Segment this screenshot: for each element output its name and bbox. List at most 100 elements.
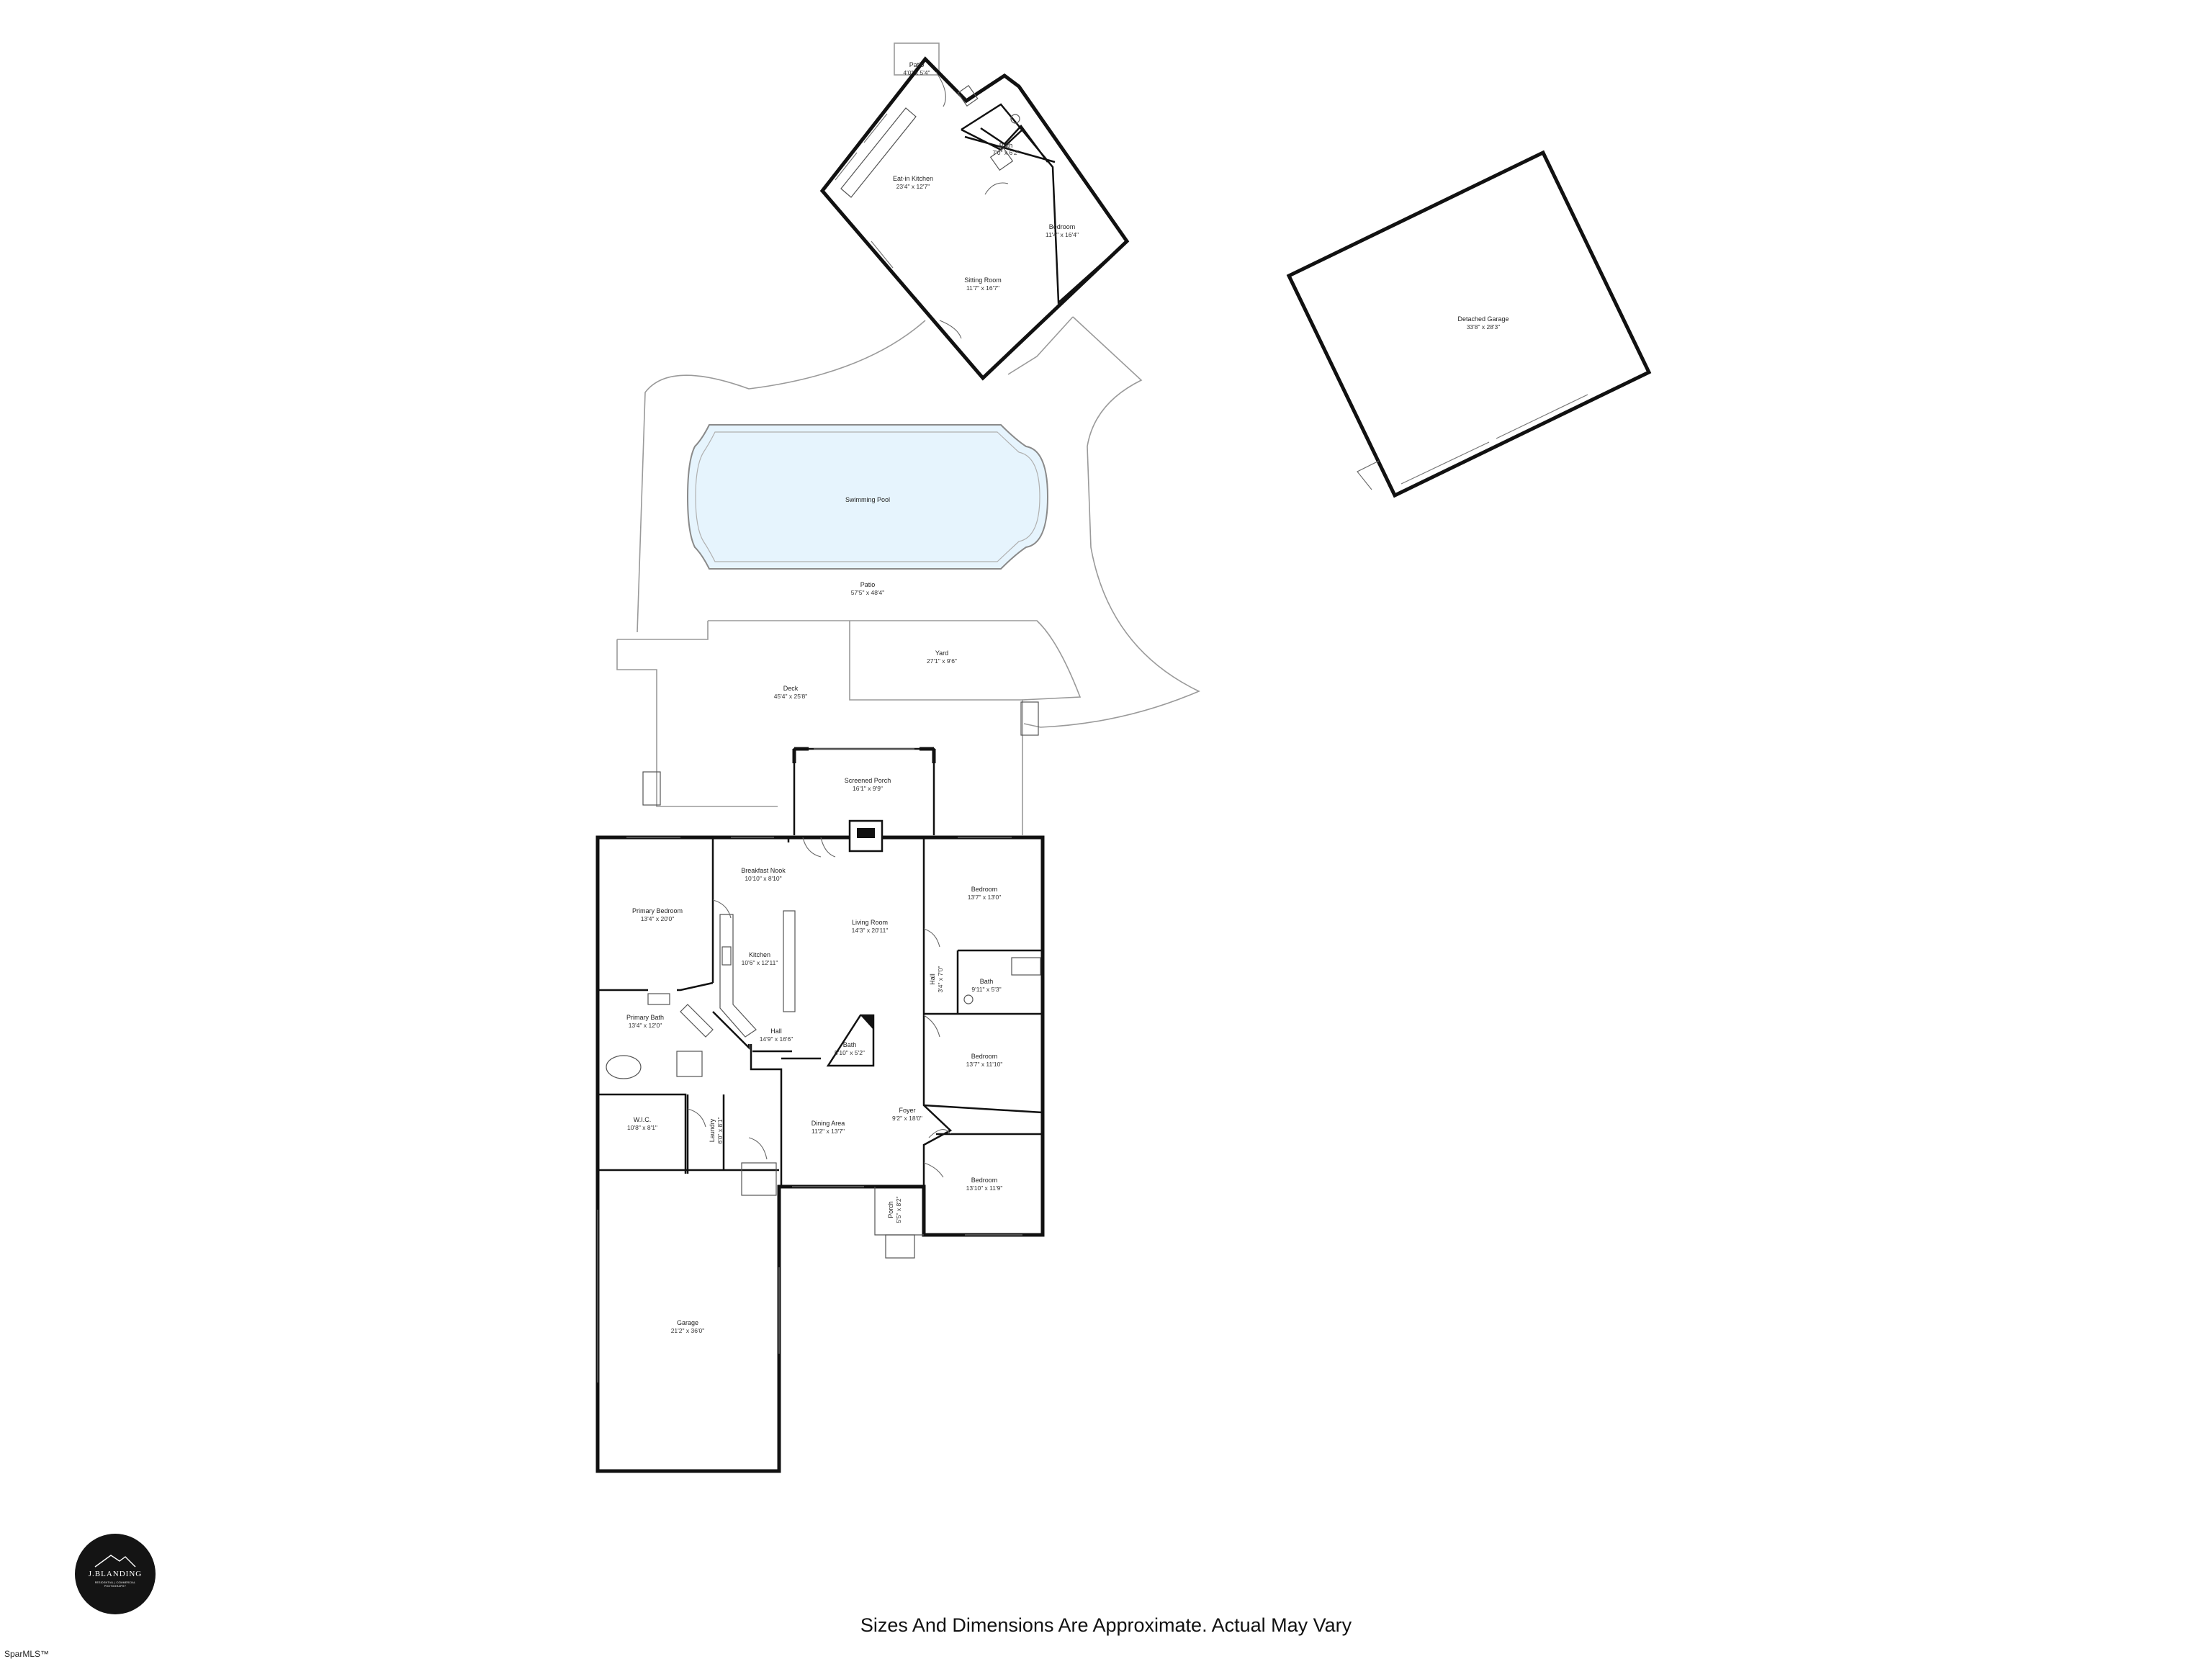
room-label-deck: Deck [783,685,799,692]
room-label-yard: Yard [935,649,948,657]
primary-bath-double-vanity [680,1004,714,1038]
room-label-primary-bath: Primary Bath [626,1014,664,1021]
room-label-hall-small: Hall [929,974,936,985]
room-label-gh-sitting: Sitting Room [964,276,1002,284]
room-dim-laundry: 6'0" x 8'1" [716,1117,724,1143]
gh-toilet [1010,114,1020,124]
room-dim-deck: 45'4" x 25'8" [774,693,808,700]
garage-door-2 [1496,394,1588,439]
room-dim-bedroom-1: 13'7" x 13'0" [968,894,1002,901]
gh-counter [840,107,917,198]
room-label-detached-garage: Detached Garage [1457,315,1509,323]
deck-steps-left [642,771,661,806]
room-dim-porch: 5'5" x 8'2" [895,1196,902,1223]
room-dim-gh-sitting: 11'7" x 16'7" [966,284,999,292]
detached-garage-walls [1286,150,1652,498]
detached-garage-side-door [1357,460,1380,490]
walkway-outline [1007,316,1074,375]
room-label-gh-bedroom: Bedroom [1049,223,1076,230]
gh-window-1 [835,152,858,181]
room-dim-patio-small: 4'0" x 5'4" [903,69,930,76]
room-label-gh-kitchen: Eat-in Kitchen [893,175,933,182]
room-dim-wic: 10'8" x 8'1" [627,1124,657,1131]
bath-toilet [963,994,974,1004]
fireplace-hearth [857,828,875,838]
deck-outline [616,620,1082,835]
gh-door-top [935,71,946,107]
room-label-primary-bedroom: Primary Bedroom [632,907,683,914]
room-label-porch: Porch [887,1201,894,1218]
half-bath-walls [826,1014,875,1067]
room-dim-breakfast-nook: 10'10" x 8'10" [745,875,781,882]
shower [676,1051,703,1077]
room-dim-dining: 11'2" x 13'7" [811,1128,845,1135]
room-dim-gh-bedroom: 11'4" x 16'4" [1046,231,1079,238]
door-bed1 [923,928,940,948]
photographer-subtitle: RESIDENTIAL | COMMERCIAL PHOTOGRAPHY [94,1581,136,1588]
pool-outer [686,424,1049,570]
room-label-bath-half: Bath [843,1041,857,1048]
door-wic [687,1108,706,1128]
door-foyer [923,1162,944,1178]
room-dim-kitchen: 10'6" x 12'11" [742,959,778,966]
room-dim-detached-garage: 33'8" x 28'3" [1467,323,1501,331]
dimensions-disclaimer: Sizes And Dimensions Are Approximate. Ac… [860,1614,1352,1636]
detached-garage [1286,150,1652,498]
guest-house [819,42,1130,381]
room-dim-primary-bedroom: 13'4" x 20'0" [641,915,675,922]
room-dim-hall: 14'9" x 16'6" [760,1035,793,1043]
room-label-bedroom-2: Bedroom [971,1053,998,1060]
room-label-dining: Dining Area [811,1120,845,1127]
room-label-screened-porch: Screened Porch [845,777,891,784]
soaking-tub [606,1055,642,1079]
room-label-kitchen: Kitchen [749,951,770,958]
mls-watermark: SparMLS™ [4,1649,50,1659]
room-label-breakfast-nook: Breakfast Nook [741,867,786,874]
house-roof-icon [94,1555,136,1568]
guest-house-interior-walls [961,103,1128,305]
gh-tub [989,147,1014,171]
porch-steps [885,1234,915,1259]
room-dim-garage: 21'2" x 36'0" [671,1327,705,1334]
gh-steps [957,84,979,107]
kitchen-sink [721,946,732,966]
room-dim-patio-large: 57'5" x 48'4" [851,589,885,596]
room-label-garage: Garage [677,1319,698,1326]
door-laundry [748,1137,768,1160]
fireplace [848,819,884,853]
photographer-logo: J.BLANDING RESIDENTIAL | COMMERCIAL PHOT… [75,1534,156,1614]
room-label-foyer: Foyer [899,1107,915,1114]
half-bath-corner [860,1015,873,1030]
outdoor-outlines [616,316,1200,835]
garage-door-1 [1401,441,1490,485]
room-label-bedroom-1: Bedroom [971,886,998,893]
room-label-patio-small: Patio [909,61,925,68]
room-labels: Patio 4'0" x 5'4" Bath 7'0" x 6'2" Eat-i… [626,61,1509,1334]
gh-window-3 [871,240,894,269]
room-label-laundry: Laundry [709,1118,716,1142]
room-dim-hall-small: 3'4" x 7'0" [937,966,944,992]
main-house-exterior [595,835,1045,1473]
gh-door-bottom [939,320,962,339]
room-label-patio-large: Patio [860,581,876,588]
garage-steps [741,1162,777,1196]
photographer-name: J.BLANDING [88,1570,143,1578]
door-primary [712,899,732,919]
room-label-pool: Swimming Pool [845,496,890,503]
yard-steps [1020,701,1039,736]
kitchen-island [783,910,796,1012]
room-dim-bedroom-2: 13'7" x 11'10" [966,1061,1003,1068]
vanity [647,993,670,1005]
patio-outline [637,316,1200,728]
room-label-bath-1: Bath [980,978,994,985]
pool-inner [695,431,1040,562]
kitchen-counter [719,914,757,1038]
room-dim-bath-1: 9'11" x 5'3" [971,986,1001,993]
room-dim-yard: 27'1" x 9'6" [927,657,957,665]
room-label-gh-bath: Bath [999,142,1013,149]
room-dim-foyer: 9'2" x 18'0" [892,1115,922,1122]
gh-door-bath [984,182,1009,195]
yard-outline [849,621,1022,701]
gh-window-2 [863,113,888,143]
main-house-interior-walls [598,837,1043,1187]
